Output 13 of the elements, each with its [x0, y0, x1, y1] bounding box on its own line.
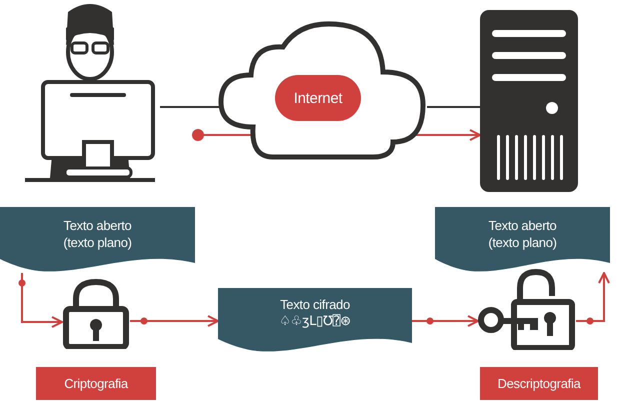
arrow	[576, 272, 610, 324]
text-banner	[435, 207, 610, 273]
arrow	[412, 315, 479, 327]
arrow	[130, 315, 219, 327]
banner-text: Texto aberto (texto plano)	[62, 217, 133, 251]
step-tag: Descriptografia	[480, 367, 598, 400]
step-tag: Criptografia	[36, 367, 156, 400]
cipher-text: ♤♧ʒL▯Ʊ⍰⊛	[278, 313, 352, 330]
banner-text: Texto cifrado	[279, 296, 351, 313]
arrow	[18, 273, 63, 328]
banner-text: Texto aberto (texto plano)	[487, 217, 558, 251]
text-banner	[218, 288, 412, 353]
text-banner	[0, 207, 195, 273]
